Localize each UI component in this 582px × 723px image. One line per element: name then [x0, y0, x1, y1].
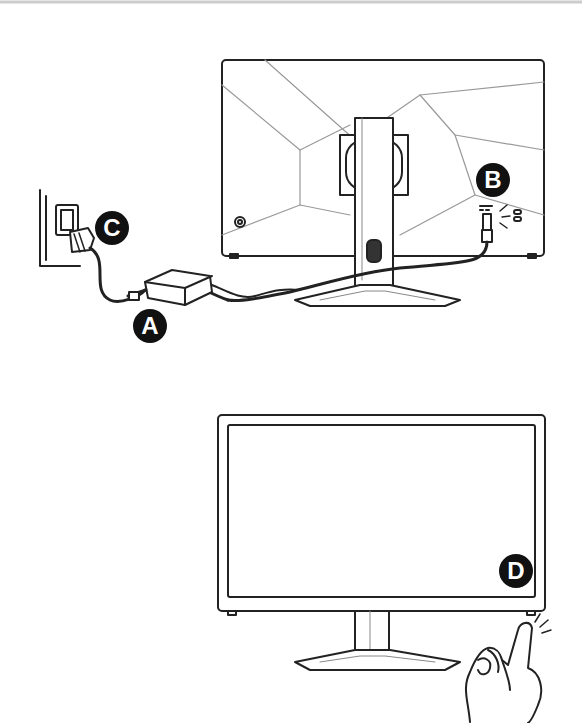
callout-letter: C: [95, 211, 129, 245]
callout-letter: B: [476, 163, 510, 197]
callout-letter: D: [499, 554, 533, 588]
callout-letter: A: [133, 309, 167, 343]
